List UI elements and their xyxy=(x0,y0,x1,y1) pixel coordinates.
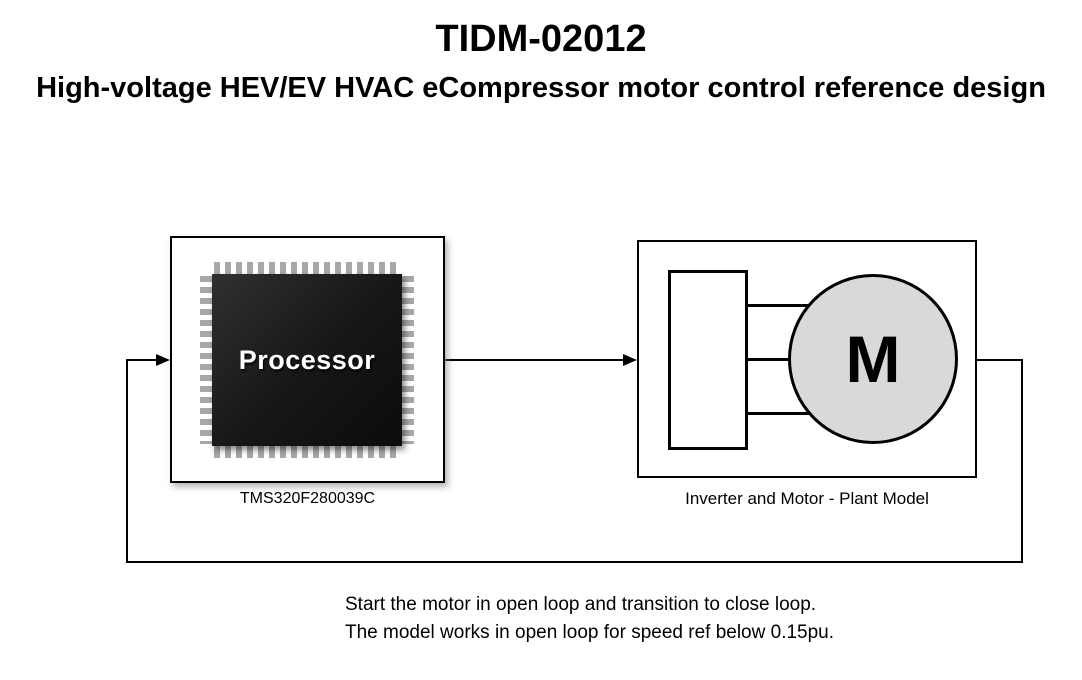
note-line-2: The model works in open loop for speed r… xyxy=(345,622,835,643)
feedback-arrowhead-icon xyxy=(156,354,170,366)
plant-block[interactable]: M xyxy=(637,240,977,478)
chip-pins-left-icon xyxy=(200,276,213,444)
plant-caption: Inverter and Motor - Plant Model xyxy=(685,489,929,508)
forward-arrowhead-icon xyxy=(623,354,637,366)
page-subtitle: High-voltage HEV/EV HVAC eCompressor mot… xyxy=(36,72,1046,104)
note-line-1: Start the motor in open loop and transit… xyxy=(345,594,817,615)
processor-block[interactable]: Processor xyxy=(170,236,445,483)
motor-circle-icon: M xyxy=(788,274,958,444)
phase-line-top xyxy=(748,304,812,307)
chip-pins-top-icon xyxy=(214,262,400,275)
feedback-signal-line xyxy=(126,359,1023,563)
processor-chip-icon: Processor xyxy=(200,262,414,458)
chip-label: Processor xyxy=(238,344,376,375)
phase-line-middle xyxy=(748,358,812,361)
chip-pins-bottom-icon xyxy=(214,445,400,458)
page-title: TIDM-02012 xyxy=(435,18,647,60)
motor-label: M xyxy=(845,322,901,396)
processor-caption: TMS320F280039C xyxy=(239,490,376,507)
chip-pins-right-icon xyxy=(401,276,414,444)
chip-body: Processor xyxy=(212,274,402,446)
phase-line-bottom xyxy=(748,412,812,415)
inverter-rect xyxy=(668,270,748,450)
